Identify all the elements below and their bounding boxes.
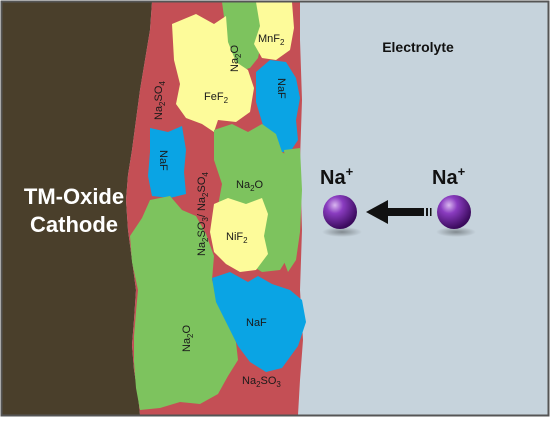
label-naf-bottom: NaF (246, 317, 267, 329)
label-mnf2: MnF2 (258, 33, 285, 47)
ion-label-left: Na+ (320, 164, 354, 189)
label-na2o-mid: Na2O (236, 179, 264, 193)
nif2-region (210, 198, 268, 272)
ion-sphere-left (323, 195, 357, 229)
cathode-label-line2: Cathode (30, 212, 118, 237)
cathode-region (2, 2, 152, 415)
naf-left-region (148, 126, 186, 198)
na2o-bottom-region (130, 196, 238, 410)
na2o-right-strip (282, 148, 302, 272)
label-naf-left: NaF (157, 150, 169, 171)
label-na2so4-top: Na2SO4 (153, 81, 167, 120)
electrolyte-label: Electrolyte (382, 39, 454, 55)
ion-shadow-left (322, 227, 362, 237)
cathode-label-line1: TM-Oxide (24, 184, 124, 209)
label-na2o-bottom: Na2O (181, 324, 195, 352)
ion-shadow-right (436, 227, 476, 237)
mnf2-region (254, 2, 294, 60)
label-na2o-top: Na2O (229, 44, 243, 72)
label-nif2: NiF2 (226, 231, 248, 245)
label-naf-top: NaF (275, 78, 287, 99)
ion-label-right: Na+ (432, 164, 466, 189)
label-na2so3-bottom: Na2SO3 (242, 375, 281, 389)
fef2-region (172, 14, 254, 132)
migration-arrow-icon (366, 200, 432, 224)
label-mixed-sulfate: Na2SO3/ Na2SO4 (196, 172, 210, 256)
ion-sphere-right (437, 195, 471, 229)
naf-bottom-region (212, 272, 306, 372)
label-fef2: FeF2 (204, 91, 229, 105)
